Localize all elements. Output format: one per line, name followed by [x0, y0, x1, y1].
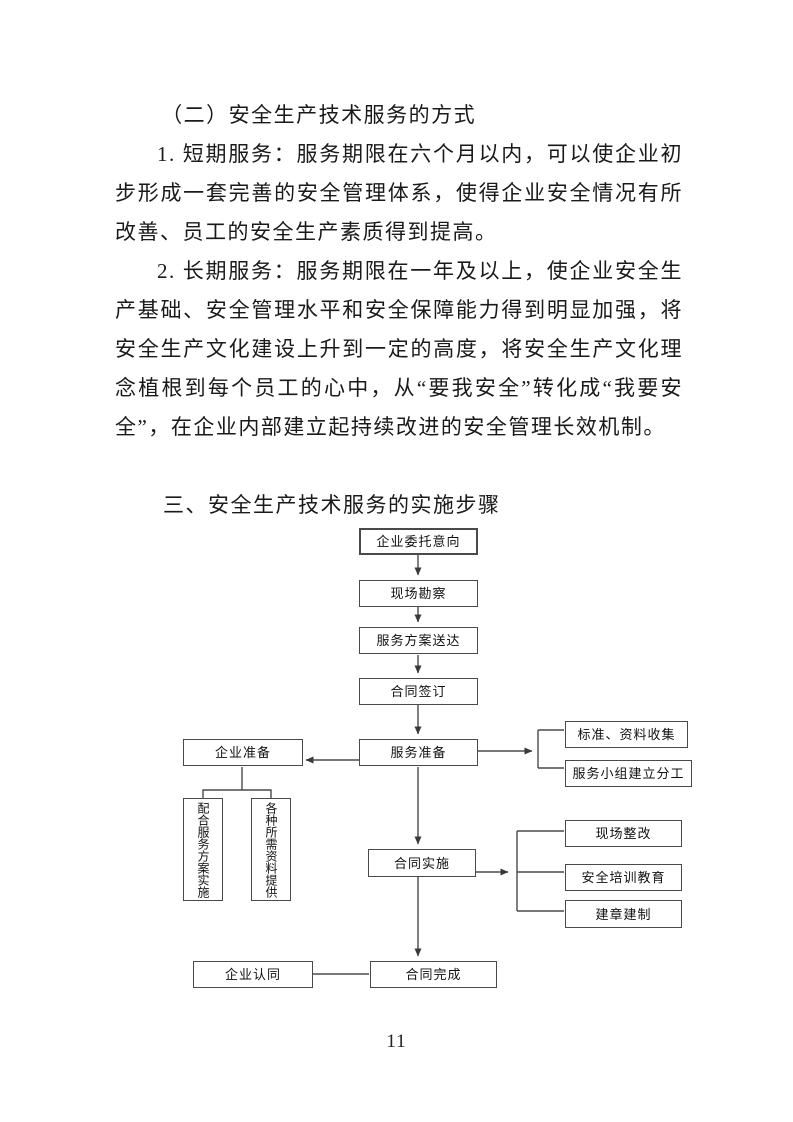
flow-node-contract-implement: 合同实施 [368, 849, 476, 877]
flow-node-enterprise-recognition: 企业认同 [193, 961, 313, 988]
flow-node-team-division: 服务小组建立分工 [565, 760, 692, 787]
flow-node-survey: 现场勘察 [359, 580, 478, 607]
flow-node-rules-establish: 建章建制 [565, 900, 682, 928]
flow-node-enterprise-prep: 企业准备 [183, 739, 303, 766]
section2-heading: （二）安全生产技术服务的方式 [161, 103, 477, 127]
flow-node-coop-implementation: 配合服务方案实施 [183, 798, 223, 901]
flow-node-entrust: 企业委托意向 [359, 528, 478, 555]
flow-node-contract-sign: 合同签订 [359, 678, 478, 705]
flow-node-plan-delivery: 服务方案送达 [359, 627, 478, 654]
section2-paragraph-2: 2. 长期服务：服务期限在一年及以上，使企业安全生产基础、安全管理水平和安全保障… [115, 259, 683, 439]
section2-paragraph-1: 1. 短期服务：服务期限在六个月以内，可以使企业初步形成一套完善的安全管理体系，… [115, 142, 683, 244]
flow-node-standards-collection: 标准、资料收集 [565, 721, 688, 748]
page-number: 11 [386, 1031, 407, 1052]
flow-node-safety-training: 安全培训教育 [565, 864, 682, 891]
flow-node-service-prep: 服务准备 [359, 739, 478, 766]
section3-heading: 三、安全生产技术服务的实施步骤 [163, 493, 501, 517]
flow-node-contract-complete: 合同完成 [370, 961, 497, 988]
flow-node-site-rectification: 现场整改 [565, 820, 682, 847]
flow-node-materials-provide: 各种所需资料提供 [251, 798, 291, 901]
body-text: （二）安全生产技术服务的方式 1. 短期服务：服务期限在六个月以内，可以使企业初… [115, 96, 683, 447]
